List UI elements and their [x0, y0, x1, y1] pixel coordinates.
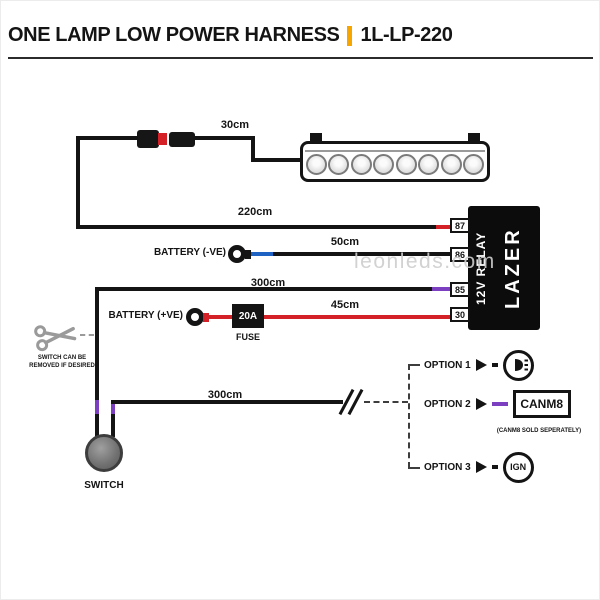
fuse-rating: 20A	[238, 310, 258, 322]
wire-lamp-feed-h	[195, 136, 255, 140]
relay-terminal-87: 87	[450, 218, 470, 233]
lamp-mount-tab-right	[468, 133, 480, 141]
wire-220-vert	[76, 136, 80, 229]
option-2-purple-stub	[491, 402, 508, 406]
scissors-cut-line	[80, 334, 94, 336]
dashed-run-to-options	[364, 401, 408, 403]
led-optic	[373, 154, 395, 175]
part-number: 1L-LP-220	[360, 24, 453, 46]
fuse-label: FUSE	[235, 332, 260, 342]
wire-lamp-feed-v	[251, 136, 255, 160]
dashed-stub-option1	[408, 364, 420, 366]
crimp-positive	[203, 313, 209, 322]
wire-220-red-tip	[436, 225, 452, 229]
switch-stub-right	[111, 414, 115, 437]
led-optic	[440, 154, 462, 175]
ignition-terminal: IGN	[502, 451, 534, 483]
led-optic	[350, 154, 372, 175]
wire-30-red-b	[264, 315, 450, 319]
dashed-options-bus	[408, 364, 410, 468]
header-divider	[8, 57, 593, 59]
wire-86-blue	[251, 252, 273, 256]
lamp-icon	[515, 359, 529, 371]
led-optic	[328, 154, 350, 175]
wire-220-run	[76, 225, 436, 229]
option-1-row: OPTION 1	[424, 349, 534, 381]
option-3-arrow-icon	[475, 461, 487, 473]
option-3-label: OPTION 3	[424, 461, 471, 473]
crimp-negative	[245, 250, 251, 259]
relay-body	[468, 206, 540, 330]
wire-label-300cm-top: 300cm	[250, 277, 286, 289]
relay-terminal-86: 86	[450, 247, 470, 262]
lamp-connector-socket	[169, 132, 195, 147]
wire-switch-run	[111, 400, 343, 404]
connector-red-seal	[158, 133, 167, 145]
switch-stub-left	[95, 414, 99, 437]
switch-stub-left-purple	[95, 400, 99, 414]
led-optic	[306, 154, 327, 175]
wire-30-red-a	[209, 315, 232, 319]
wire-label-45cm: 45cm	[330, 299, 360, 311]
wire-86-run	[273, 252, 450, 256]
relay-terminal-30: 30	[450, 307, 470, 322]
switch-label: SWITCH	[84, 480, 124, 491]
watermark-text: leonleds.com	[354, 250, 496, 273]
ring-terminal-positive	[186, 308, 204, 326]
option-1-arrow-icon	[475, 359, 487, 371]
battery-negative-label: BATTERY (-VE)	[153, 247, 226, 258]
lamp-connector-plug	[137, 130, 159, 148]
option-2-arrow-icon	[475, 398, 487, 410]
wire-label-300cm-bottom: 300cm	[207, 389, 243, 401]
option-2-row: OPTION 2 CANM8	[424, 388, 571, 420]
wire-lamp-feed-h2	[251, 158, 303, 162]
page-header: ONE LAMP LOW POWER HARNESS 1L-LP-220	[8, 24, 453, 47]
option-3-row: OPTION 3 IGN	[424, 451, 534, 483]
battery-positive-label: BATTERY (+VE)	[108, 310, 183, 321]
fuse-20a: 20A	[232, 304, 264, 328]
wire-switch-drop	[95, 287, 99, 402]
switch-stub-right-purple	[111, 402, 115, 414]
wire-label-50cm: 50cm	[330, 236, 360, 248]
wire-85-purple-tip	[432, 287, 450, 291]
dashed-stub-option3	[408, 467, 420, 469]
ring-terminal-negative	[228, 245, 246, 263]
wire-220-top	[78, 136, 138, 140]
relay-terminal-85: 85	[450, 282, 470, 297]
lamp-top-strip	[305, 150, 485, 152]
scissors-icon	[34, 325, 77, 352]
canm8-note: (CANM8 SOLD SEPERATELY)	[496, 428, 582, 434]
led-optic	[395, 154, 417, 175]
wire-label-30cm: 30cm	[220, 119, 250, 131]
switch-note: SWITCH CAN BE REMOVED IF DESIRED	[29, 355, 95, 369]
led-optic	[462, 154, 484, 175]
wire-label-220cm: 220cm	[237, 206, 273, 218]
lamp-mount-tab-left	[310, 133, 322, 141]
option-1-label: OPTION 1	[424, 359, 471, 371]
page-title: ONE LAMP LOW POWER HARNESS	[8, 24, 340, 46]
switch-button	[85, 434, 123, 472]
canm8-module: CANM8	[512, 390, 571, 418]
option-2-label: OPTION 2	[424, 398, 471, 410]
relay-brand-logo: LAZER	[502, 227, 524, 309]
option-1-stub	[491, 363, 498, 367]
title-separator-bar	[347, 25, 353, 46]
wire-85-run	[95, 287, 432, 291]
lamp-led-row	[306, 154, 484, 175]
option-3-stub	[491, 465, 498, 469]
option-1-device	[502, 349, 534, 381]
led-optic	[418, 154, 440, 175]
